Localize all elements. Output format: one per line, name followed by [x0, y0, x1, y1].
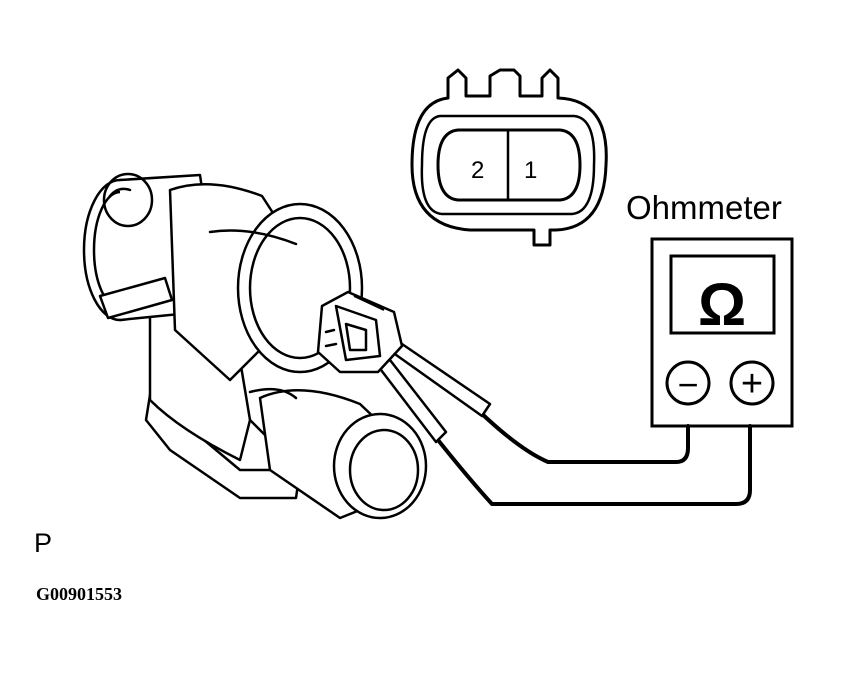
figure-id-label: G00901553 [36, 584, 123, 604]
view-letter-label: P [34, 528, 53, 558]
solenoid-valve-icon [82, 172, 428, 520]
negative-terminal-icon: − [677, 364, 698, 405]
ohm-symbol: Ω [698, 271, 746, 338]
connector-pin-1-label: 1 [524, 157, 537, 184]
positive-terminal-icon: + [741, 363, 763, 405]
connector-face-icon [410, 68, 608, 247]
test-lead-wires [436, 410, 752, 506]
valve-connector-lock-icon [353, 295, 385, 311]
connector-pin-2-label: 2 [471, 157, 484, 184]
ohmmeter-icon [650, 237, 794, 428]
ohmmeter-label: Ohmmeter [626, 189, 782, 226]
